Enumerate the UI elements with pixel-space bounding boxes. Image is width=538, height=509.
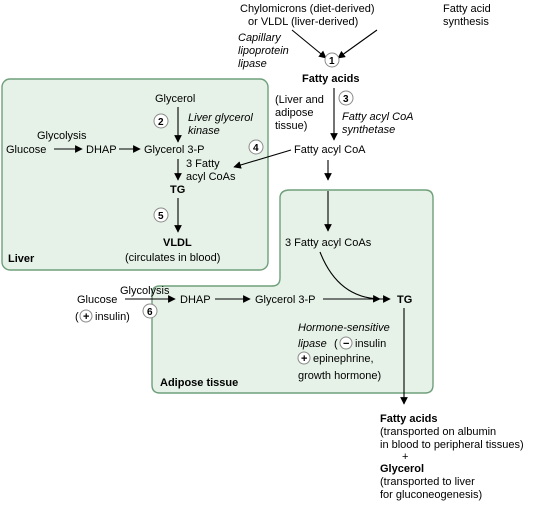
- products-plus: +: [402, 451, 408, 463]
- step-6-label: 6: [147, 307, 153, 318]
- fatty-acid-synthesis-line1: Fatty acid: [443, 3, 491, 15]
- arrow-acyl-to-tg: [319, 251, 381, 303]
- adipose-glycolysis: Glycolysis: [120, 285, 170, 297]
- hsl-minus-sign: −: [343, 338, 349, 350]
- enzyme3-line2: synthetase: [342, 124, 395, 136]
- insulin-plus-sign: +: [83, 311, 89, 323]
- adipose-g3p: Glycerol 3-P: [255, 294, 316, 306]
- step-5-circle: [153, 207, 169, 223]
- tissue-line2: adipose: [275, 107, 314, 119]
- liver-dhap: DHAP: [86, 144, 117, 156]
- liver-g3p: Glycerol 3-P: [144, 144, 205, 156]
- hsl-minus-circle: [339, 336, 353, 350]
- adipose-region-label: Adipose tissue: [160, 377, 238, 389]
- arrow-chylo-to-fa: [291, 29, 327, 59]
- enzyme1-line3: lipase: [238, 58, 267, 70]
- hsl-line2: lipase: [298, 338, 327, 350]
- tissue-line3: tissue): [275, 120, 307, 132]
- hsl-paren: (: [334, 338, 338, 350]
- liver-glycolysis: Glycolysis: [37, 130, 87, 142]
- fa-note-line1: (transported on albumin: [380, 426, 496, 438]
- adipose-dhap: DHAP: [180, 294, 211, 306]
- tissue-line1: (Liver and: [275, 94, 324, 106]
- insulin-plus-circle: [79, 309, 93, 323]
- adipose-tg: TG: [397, 294, 412, 306]
- step-1-circle: [324, 52, 340, 68]
- step-4-circle: [248, 139, 264, 155]
- step-6-circle: [142, 303, 158, 319]
- gly-note-line1: (transported to liver: [380, 476, 475, 488]
- insulin-open: (: [75, 311, 79, 323]
- step-1-label: 1: [329, 56, 335, 67]
- enzyme2-line2: kinase: [188, 125, 220, 137]
- arrow-synth-to-fa: [337, 29, 378, 59]
- liver-tg: TG: [170, 184, 185, 196]
- hsl-growth: growth hormone): [298, 370, 381, 382]
- step-2-label: 2: [158, 117, 164, 128]
- vldl: VLDL: [163, 237, 192, 249]
- hsl-plus-text: epinephrine,: [313, 353, 374, 365]
- enzyme1-line1: Capillary: [238, 32, 282, 44]
- insulin-text: insulin): [95, 311, 130, 323]
- liver-acyl-line1: 3 Fatty: [186, 158, 220, 170]
- fatty-acid-synthesis-line2: synthesis: [443, 16, 489, 28]
- hsl-minus-text: insulin: [355, 338, 386, 350]
- step-4-label: 4: [253, 143, 259, 154]
- chylomicrons-line2: or VLDL (liver-derived): [248, 16, 358, 28]
- chylomicrons-line1: Chylomicrons (diet-derived): [240, 3, 375, 15]
- fatty-acids-top: Fatty acids: [302, 73, 359, 85]
- products-glycerol: Glycerol: [380, 463, 424, 475]
- step-3-circle: [338, 90, 354, 106]
- adipose-glucose: Glucose: [77, 294, 117, 306]
- liver-glucose: Glucose: [6, 144, 46, 156]
- liver-region-label: Liver: [8, 253, 35, 265]
- hsl-plus-circle: [297, 351, 311, 365]
- hsl-line1: Hormone-sensitive: [298, 322, 390, 334]
- enzyme1-line2: lipoprotein: [238, 45, 289, 57]
- products-fatty-acids: Fatty acids: [380, 413, 437, 425]
- liver-glycerol: Glycerol: [155, 93, 195, 105]
- gly-note-line2: for gluconeogenesis): [380, 489, 482, 501]
- fa-note-line2: in blood to peripheral tissues): [380, 439, 524, 451]
- enzyme2-line1: Liver glycerol: [188, 112, 253, 124]
- fatty-acyl-coa: Fatty acyl CoA: [294, 144, 366, 156]
- adipose-region: [151, 189, 434, 394]
- liver-acyl-line2: acyl CoAs: [186, 171, 236, 183]
- adipose-acyl: 3 Fatty acyl CoAs: [285, 237, 372, 249]
- liver-region: [1, 78, 269, 271]
- arrow-acylcoa-to-liver: [233, 149, 292, 169]
- step-2-circle: [153, 113, 169, 129]
- vldl-note: (circulates in blood): [125, 252, 220, 264]
- step-5-label: 5: [158, 211, 164, 222]
- hsl-plus-sign: +: [301, 353, 307, 365]
- step-3-label: 3: [343, 94, 349, 105]
- enzyme3-line1: Fatty acyl CoA: [342, 111, 414, 123]
